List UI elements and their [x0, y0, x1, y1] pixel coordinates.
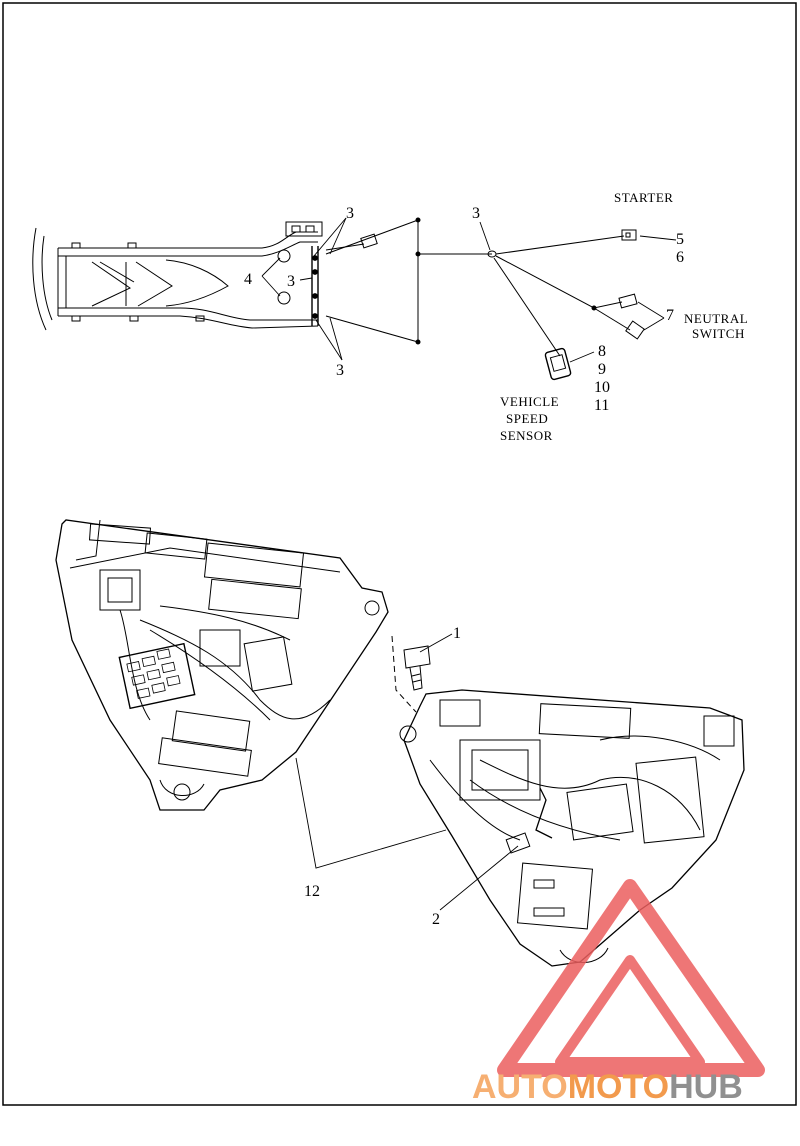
caption-vss-line1: VEHICLE [500, 394, 559, 409]
callout-3: 3 [336, 362, 344, 379]
caption-neutral-switch-line2: SWITCH [692, 326, 745, 341]
callout-2: 2 [432, 911, 440, 928]
caption-vss-line2: SPEED [506, 411, 548, 426]
callout-12: 12 [304, 883, 320, 900]
caption-vss-line3: SENSOR [500, 428, 553, 443]
callout-11: 11 [594, 397, 609, 414]
callout-10: 10 [594, 379, 610, 396]
watermark-inner-triangle-icon [555, 955, 705, 1067]
electrical-caddy-drawing [55, 519, 745, 967]
callout-3: 3 [472, 205, 480, 222]
watermark-logo: AUTOMOTOHUB [472, 879, 765, 1106]
leader-lines-top [261, 217, 677, 363]
callout-3: 3 [346, 205, 354, 222]
callout-1: 1 [453, 625, 461, 642]
watermark-triangle-icon [497, 879, 765, 1077]
callout-3: 3 [287, 273, 295, 290]
watermark-text-auto: AUTOMOTOHUB [472, 1068, 743, 1106]
callout-labels: 3 4 3 3 3 5 6 7 8 9 10 11 1 2 12 [244, 205, 684, 928]
component-captions: STARTER NEUTRAL SWITCH VEHICLE SPEED SEN… [500, 190, 748, 443]
caption-starter: STARTER [614, 190, 673, 205]
frame-harness-drawing [32, 217, 645, 381]
callout-6: 6 [676, 249, 684, 266]
leader-lines-bottom [295, 633, 519, 911]
callout-5: 5 [676, 231, 684, 248]
page-border [2, 2, 797, 1106]
callout-4: 4 [244, 271, 252, 288]
callout-8: 8 [598, 343, 606, 360]
caption-neutral-switch-line1: NEUTRAL [684, 311, 748, 326]
callout-9: 9 [598, 361, 606, 378]
callout-7: 7 [666, 307, 674, 324]
